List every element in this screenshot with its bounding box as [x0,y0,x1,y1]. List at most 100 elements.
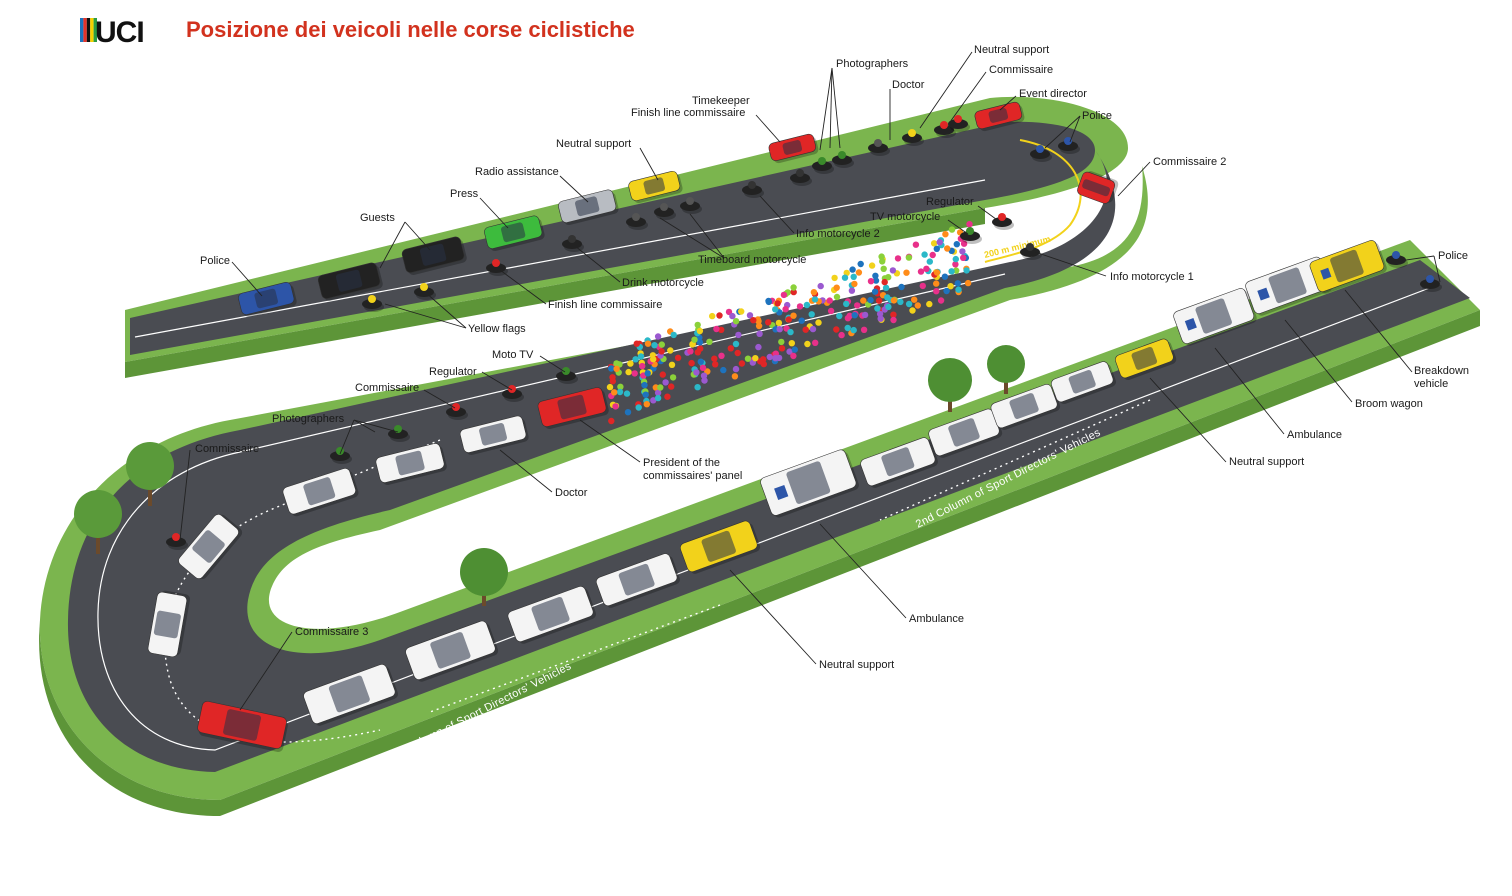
rider [667,347,674,354]
trees [74,345,1025,606]
label-president-line2: commissaires' panel [643,470,742,482]
rider [803,301,811,309]
rider [872,272,879,279]
rider [923,265,930,272]
rider [659,371,666,378]
rider [937,297,945,304]
rider [654,333,662,340]
rider [833,326,840,333]
rider [775,319,783,327]
label-finish-line-mid: Finish line commissaire [548,299,662,311]
rider [697,345,704,352]
rider [854,302,861,309]
rider [942,231,949,238]
rider [905,300,913,308]
motorcycle [742,181,764,198]
leader-moto-tv [539,355,566,373]
vehicles [147,101,1442,752]
label-neutral-support-bottom: Neutral support [819,659,894,671]
rider [772,355,779,362]
car [1051,361,1116,405]
label-neutral-support-top: Neutral support [556,138,631,150]
leader-yellow-flags-1 [384,303,467,329]
label-commissaire-top: Commissaire [989,64,1053,76]
rider [700,372,708,379]
van [760,449,859,518]
car [679,520,761,574]
motorcycle [868,139,890,156]
rider [926,258,933,265]
rider [738,308,745,315]
motorcycle [330,447,352,464]
rider [914,302,921,309]
rider [953,241,960,248]
rider [857,260,864,268]
logo-stripe-blue [80,18,84,42]
motorcycle [812,157,834,174]
rider [966,221,973,228]
motorcycle [486,259,508,276]
rider [796,303,804,310]
rider [963,267,970,274]
rider [838,331,845,339]
rider [766,353,773,361]
car [303,664,399,726]
rider [658,348,665,355]
rider [785,316,793,323]
rider [694,384,701,391]
leader-info-motorcycle-2 [759,195,795,234]
logo-stripe-black [86,18,91,42]
label-moto-tv: Moto TV [492,349,534,361]
rider [860,297,867,304]
leader-guests-1 [379,221,406,269]
rider [833,284,840,291]
leader-photographers-mid-1 [339,419,355,455]
rider [833,293,841,301]
car [405,620,499,682]
rider [674,354,682,361]
rider [755,322,763,330]
rider [668,383,675,390]
rider [964,279,972,287]
rider [780,291,788,299]
rider [632,356,639,363]
motorcycle [1058,137,1080,154]
leader-broom-wagon [1284,319,1353,403]
rider [688,359,695,367]
leader-police-right-1 [1044,115,1081,149]
rider [790,284,797,291]
car [595,553,680,608]
rider [691,336,698,343]
label-police-far-right: Police [1438,250,1468,262]
rider [631,370,638,377]
car [147,590,191,658]
rider [851,312,858,319]
label-doctor-mid: Doctor [555,487,588,499]
tree [74,490,122,554]
tree [126,442,174,506]
rider [861,311,869,319]
rider [624,409,632,416]
label-neutral-support-top2: Neutral support [974,44,1049,56]
van [1245,256,1333,316]
rider [877,315,884,322]
tree [460,548,508,606]
rider [849,266,856,273]
rider [616,388,624,396]
leader-commissaire-left [179,449,191,541]
rider [727,345,734,352]
leader-neutral-support-bottom [729,569,817,665]
leader-radio-assistance [559,175,589,203]
rider [641,381,648,389]
leader-breakdown [1344,289,1413,373]
car [282,468,359,517]
leader-commissaire-top [949,71,987,123]
rider [943,287,950,295]
leader-timeboard-2 [659,217,725,259]
leader-neutral-support-right [1149,377,1227,463]
rider [654,389,662,396]
rider [889,267,897,274]
rider [635,404,642,411]
label-doctor-top: Doctor [892,79,925,91]
rider [941,273,949,280]
